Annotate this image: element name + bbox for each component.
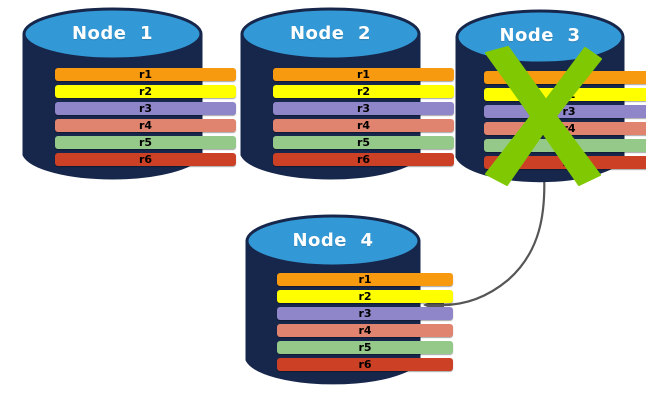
record-r2[interactable]: r2 [277, 290, 453, 303]
record-r5[interactable]: r5 [55, 136, 236, 149]
record-r1-label: r1 [138, 67, 153, 81]
node-4-records: r1 r2 r3 r4 r5 r6 [245, 273, 485, 371]
record-r2-label: r2 [358, 289, 372, 303]
record-r6-label: r6 [358, 357, 372, 371]
record-r1-label: r1 [356, 67, 371, 81]
record-r3[interactable]: r3 [55, 102, 236, 115]
record-r5-label: r5 [562, 138, 576, 152]
record-r1[interactable]: r1 [273, 68, 454, 81]
record-r4-label: r4 [138, 118, 153, 132]
record-r5-label: r5 [356, 135, 371, 149]
record-r3[interactable]: r3 [273, 102, 454, 115]
record-r4-label: r4 [358, 323, 372, 337]
record-r6-label: r6 [356, 152, 371, 166]
record-r6-label: r6 [562, 155, 576, 169]
record-r5-label: r5 [138, 135, 153, 149]
record-r4[interactable]: r4 [484, 122, 646, 135]
record-r4-label: r4 [356, 118, 371, 132]
node-4[interactable]: Node 4 r1 r2 r3 r4 r5 r6 [245, 213, 453, 388]
record-r2-label: r2 [138, 84, 153, 98]
record-r6[interactable]: r6 [55, 153, 236, 166]
record-r3-label: r3 [356, 101, 371, 115]
node-2-records: r1 r2 r3 r4 r5 r6 [240, 68, 487, 166]
record-r3[interactable]: r3 [277, 307, 453, 320]
record-r6[interactable]: r6 [277, 358, 453, 371]
record-r3-label: r3 [562, 104, 576, 118]
record-r5[interactable]: r5 [484, 139, 646, 152]
record-r6[interactable]: r6 [484, 156, 646, 169]
record-r4-label: r4 [562, 121, 576, 135]
record-r1-label: r1 [562, 70, 576, 84]
node-3[interactable]: Node 3 r1 r2 r3 r4 r5 r6 [455, 7, 646, 189]
record-r5[interactable]: r5 [273, 136, 454, 149]
node-1-records: r1 r2 r3 r4 r5 r6 [22, 68, 269, 166]
record-r5-label: r5 [358, 340, 372, 354]
record-r2[interactable]: r2 [484, 88, 646, 101]
node-2[interactable]: Node 2 r1 r2 r3 r4 r5 r6 [240, 7, 454, 182]
record-r1[interactable]: r1 [277, 273, 453, 286]
record-r3-label: r3 [138, 101, 153, 115]
record-r2[interactable]: r2 [55, 85, 236, 98]
record-r3-label: r3 [358, 306, 372, 320]
record-r3[interactable]: r3 [484, 105, 646, 118]
record-r5[interactable]: r5 [277, 341, 453, 354]
record-r6[interactable]: r6 [273, 153, 454, 166]
record-r4[interactable]: r4 [55, 119, 236, 132]
record-r4[interactable]: r4 [273, 119, 454, 132]
record-r4[interactable]: r4 [277, 324, 453, 337]
node-3-records: r1 r2 r3 r4 r5 r6 [455, 71, 646, 169]
record-r2[interactable]: r2 [273, 85, 454, 98]
record-r1-label: r1 [358, 272, 372, 286]
record-r2-label: r2 [356, 84, 371, 98]
record-r1[interactable]: r1 [55, 68, 236, 81]
record-r6-label: r6 [138, 152, 153, 166]
record-r2-label: r2 [562, 87, 576, 101]
node-1[interactable]: Node 1 r1 r2 r3 r4 r5 r6 [22, 7, 236, 182]
record-r1[interactable]: r1 [484, 71, 646, 84]
